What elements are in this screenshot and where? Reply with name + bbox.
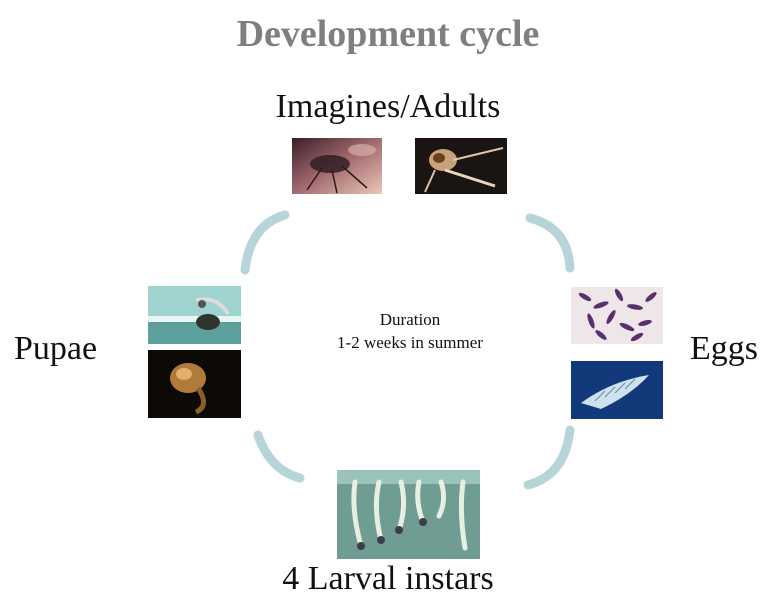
egg-cluster-photo	[571, 287, 663, 344]
pupa-photo	[148, 350, 241, 418]
arc-top-left	[240, 210, 290, 275]
stage-label-eggs: Eggs	[690, 330, 758, 367]
duration-note: Duration 1-2 weeks in summer	[305, 308, 515, 354]
egg-raft-photo	[571, 361, 663, 419]
arc-top-right	[525, 213, 575, 273]
arc-bottom-left	[253, 430, 305, 483]
stage-label-pupae: Pupae	[14, 330, 98, 367]
adult-mosquito-photo	[415, 138, 507, 194]
stage-label-adults: Imagines/Adults	[275, 88, 501, 125]
adult-mosquito-photo	[292, 138, 382, 194]
arc-bottom-right	[523, 425, 575, 490]
pupa-photo	[148, 286, 241, 344]
stage-label-larvae: 4 Larval instars	[282, 560, 494, 597]
diagram-title: Development cycle	[236, 13, 540, 55]
larvae-photo	[337, 470, 480, 559]
duration-label: Duration	[379, 310, 441, 329]
duration-value: 1-2 weeks in summer	[337, 333, 483, 352]
